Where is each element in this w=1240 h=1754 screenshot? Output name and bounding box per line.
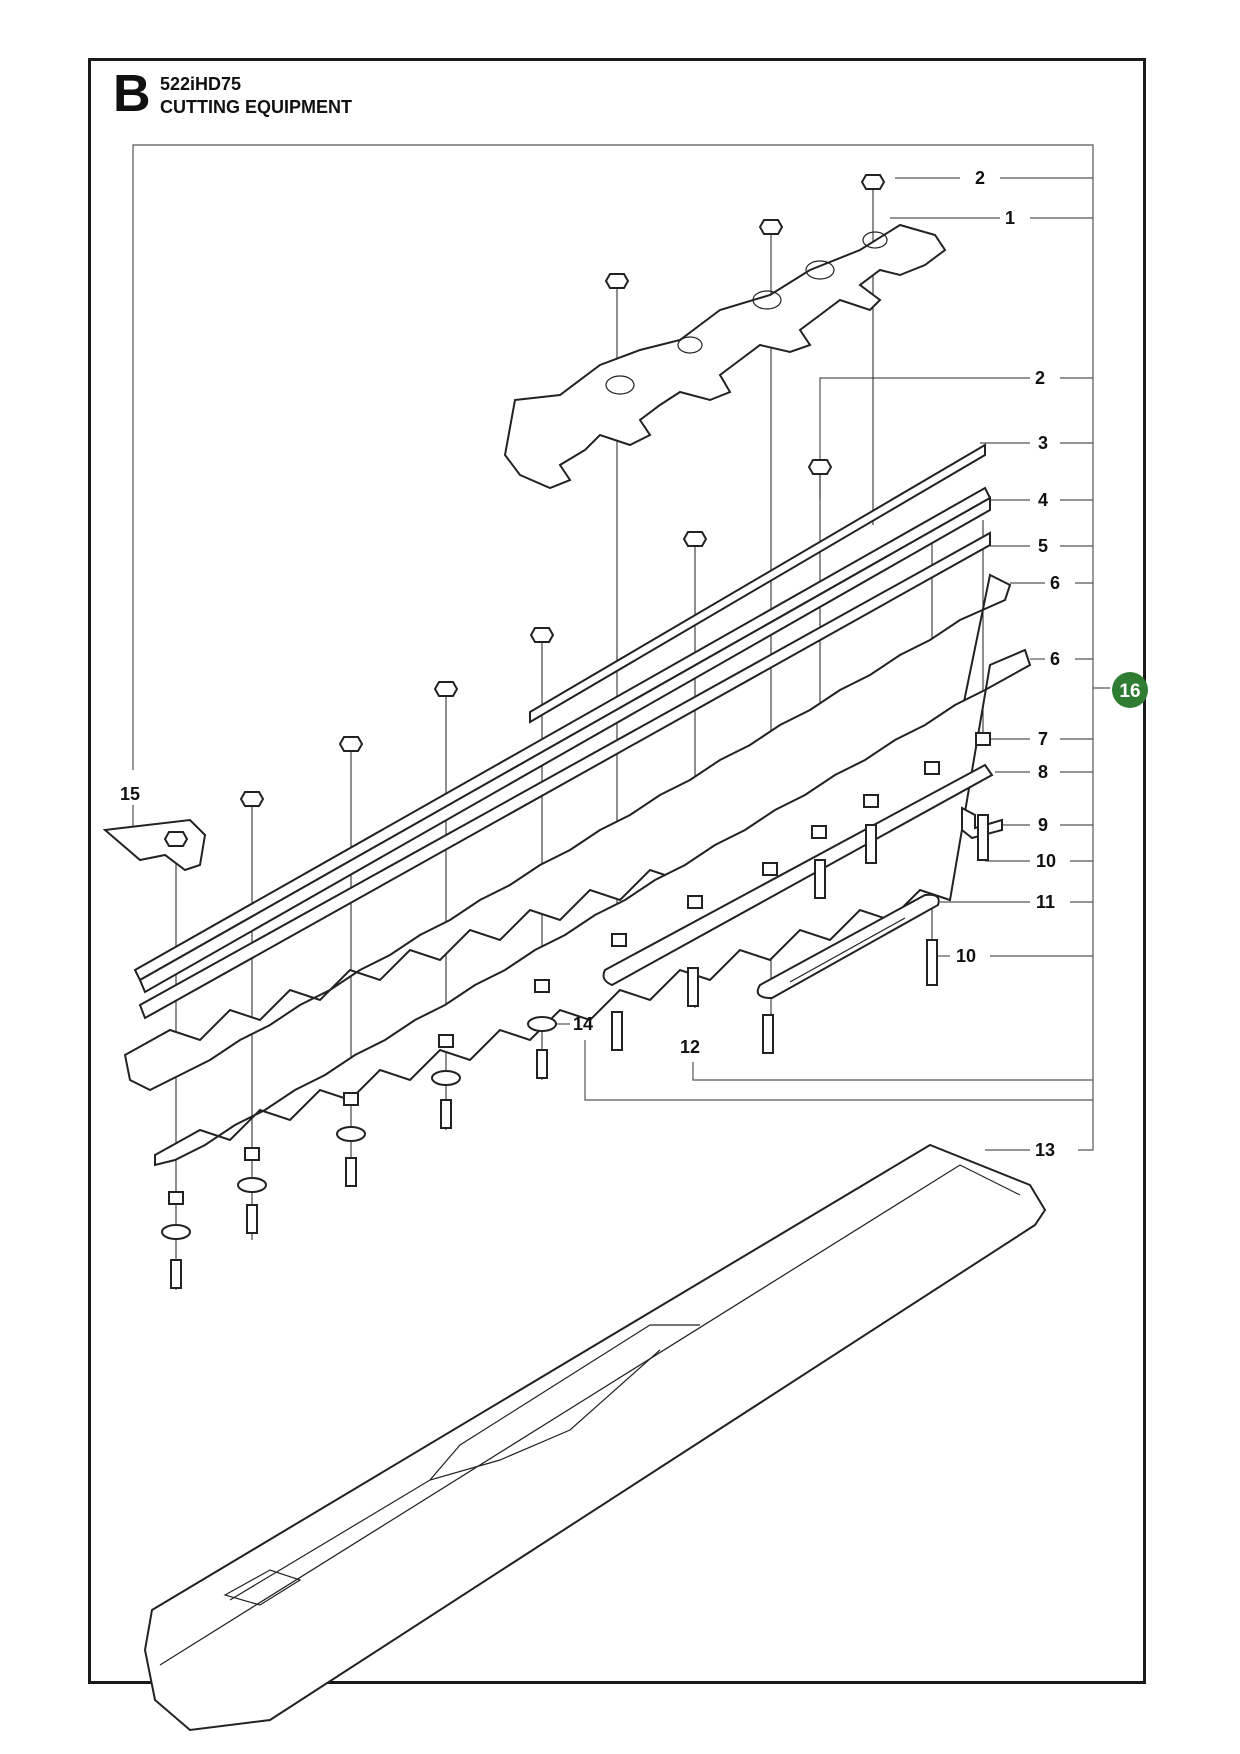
slide-plate-part-11: [756, 893, 940, 1000]
callout-9: 9: [1038, 815, 1048, 835]
nut-fasteners: [163, 174, 886, 847]
callout-6-upper: 6: [1050, 573, 1060, 593]
callout-5: 5: [1038, 536, 1048, 556]
guide-plate-part-8: [602, 763, 994, 987]
callout-2-mid: 2: [1035, 368, 1045, 388]
callout-7: 7: [1038, 729, 1048, 749]
blade-rail-part-4: [133, 486, 992, 994]
spacer-bar-part-5: [138, 531, 991, 1020]
callout-10-upper: 10: [1036, 851, 1056, 871]
leader-14-bracket: [584, 1040, 1093, 1101]
page-title: CUTTING EQUIPMENT: [160, 97, 352, 117]
badge-label: 16: [1119, 681, 1140, 702]
callout-14: 14: [573, 1014, 593, 1034]
callout-3: 3: [1038, 433, 1048, 453]
callout-11: 11: [1036, 892, 1055, 912]
callout-15: 15: [120, 784, 140, 804]
cover-bar-part-3: [529, 443, 986, 724]
assembly-badge-16: 16: [1112, 672, 1148, 708]
cutting-blade-upper-part-6: [123, 573, 1012, 1092]
tip-guard-part-15: [102, 818, 207, 872]
callout-8: 8: [1038, 762, 1048, 782]
screw-fasteners: [161, 732, 991, 1289]
leader-12-bracket: [692, 1062, 1093, 1081]
bracket-part-9: [961, 806, 1003, 840]
callout-2-top: 2: [975, 168, 985, 188]
callout-1: 1: [1005, 208, 1015, 228]
section-letter: B: [113, 65, 151, 123]
blade-guard-part-1: [503, 223, 947, 490]
model-name: 522iHD75: [160, 74, 242, 94]
cutting-blade-lower-part-6: [154, 648, 1032, 1167]
callout-6-lower: 6: [1050, 649, 1060, 669]
callout-10-lower: 10: [956, 946, 976, 966]
callout-12: 12: [680, 1037, 700, 1057]
callout-4: 4: [1038, 490, 1048, 510]
page-frame: [88, 58, 1146, 1684]
transport-guard-part-13: [143, 1143, 1047, 1732]
group-bracket-line: [132, 144, 1094, 1151]
callout-13: 13: [1035, 1140, 1055, 1160]
